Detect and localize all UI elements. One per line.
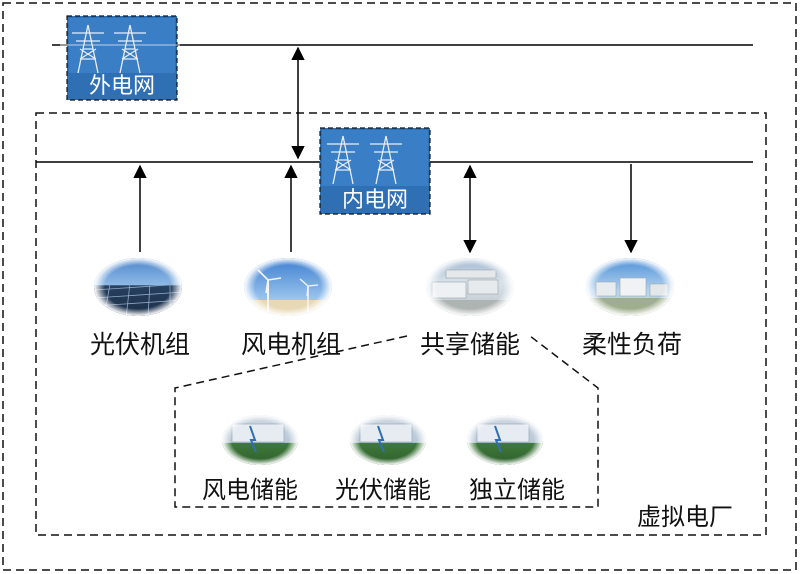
shared-storage-label: 共享储能 bbox=[420, 330, 520, 359]
wind-storage-photo-icon bbox=[222, 415, 298, 465]
vpp-dashed-border bbox=[35, 112, 767, 536]
wind-turbine-photo-icon bbox=[244, 258, 332, 316]
storage-detail-callout bbox=[174, 335, 599, 508]
independent-storage-label: 独立储能 bbox=[469, 476, 565, 504]
container-storage-photo-icon bbox=[426, 258, 514, 316]
outer-grid-node: 外电网 bbox=[60, 15, 180, 101]
vpp-label: 虚拟电厂 bbox=[637, 503, 733, 531]
pv-storage-photo-icon bbox=[350, 415, 426, 465]
inner-grid-node: 内电网 bbox=[319, 127, 431, 215]
inner-grid-label: 内电网 bbox=[342, 188, 408, 213]
wind-storage-label: 风电储能 bbox=[202, 476, 298, 504]
pv-unit-label: 光伏机组 bbox=[90, 330, 190, 359]
outer-grid-label: 外电网 bbox=[89, 74, 155, 99]
independent-storage-photo-icon bbox=[467, 415, 543, 465]
pv-storage-label: 光伏储能 bbox=[335, 476, 431, 504]
solar-panel-photo-icon bbox=[94, 258, 182, 316]
building-load-photo-icon bbox=[586, 258, 674, 316]
flexible-load-label: 柔性负荷 bbox=[582, 330, 682, 359]
